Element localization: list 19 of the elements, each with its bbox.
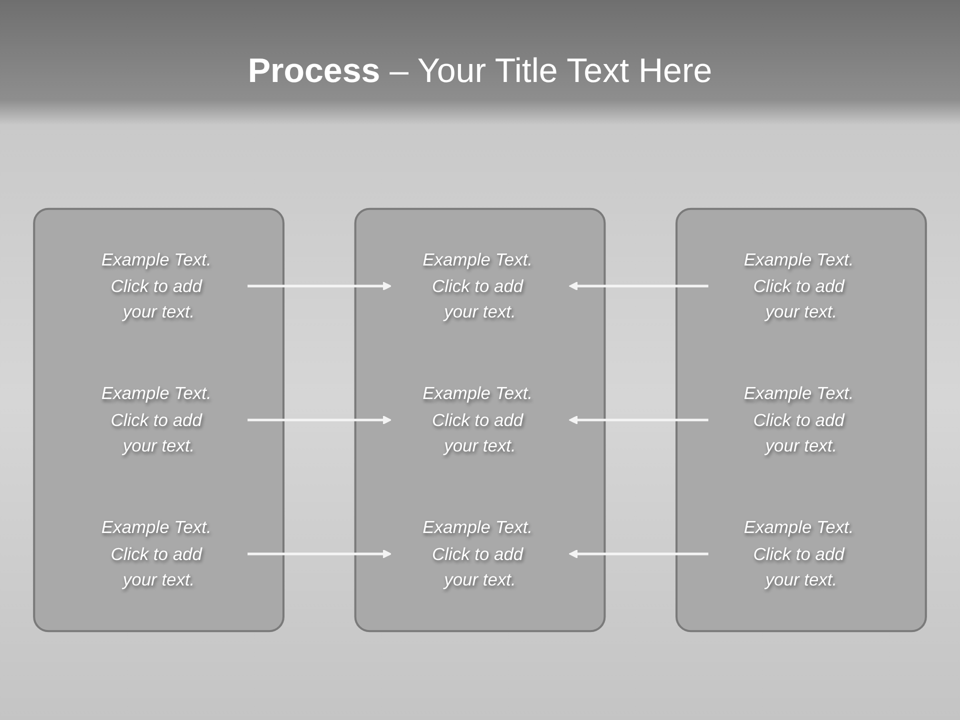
node-text: Example Text. Click to add your text.	[422, 384, 533, 456]
node-text: Example Text. Click to add your text.	[744, 384, 854, 456]
title: Process – Your Title Text Here	[246, 52, 714, 91]
cluster	[33, 208, 284, 632]
arrow	[248, 549, 392, 558]
node-text: Example Text. Click to add your text.	[744, 518, 854, 590]
node-text: Example Text. Click to add your text.	[101, 384, 212, 456]
cluster	[354, 208, 606, 632]
node-text: Example Text. Click to add your text.	[744, 250, 854, 322]
arrow	[248, 282, 392, 291]
cluster	[676, 208, 927, 632]
arrow	[568, 549, 708, 558]
node-text: Example Text. Click to add your text.	[101, 250, 212, 322]
arrow	[568, 282, 708, 291]
arrow	[248, 415, 392, 425]
arrow	[568, 415, 708, 425]
node-text: Example Text. Click to add your text.	[101, 518, 212, 590]
node-text: Example Text. Click to add your text.	[422, 250, 533, 322]
node-text: Example Text. Click to add your text.	[422, 518, 533, 590]
